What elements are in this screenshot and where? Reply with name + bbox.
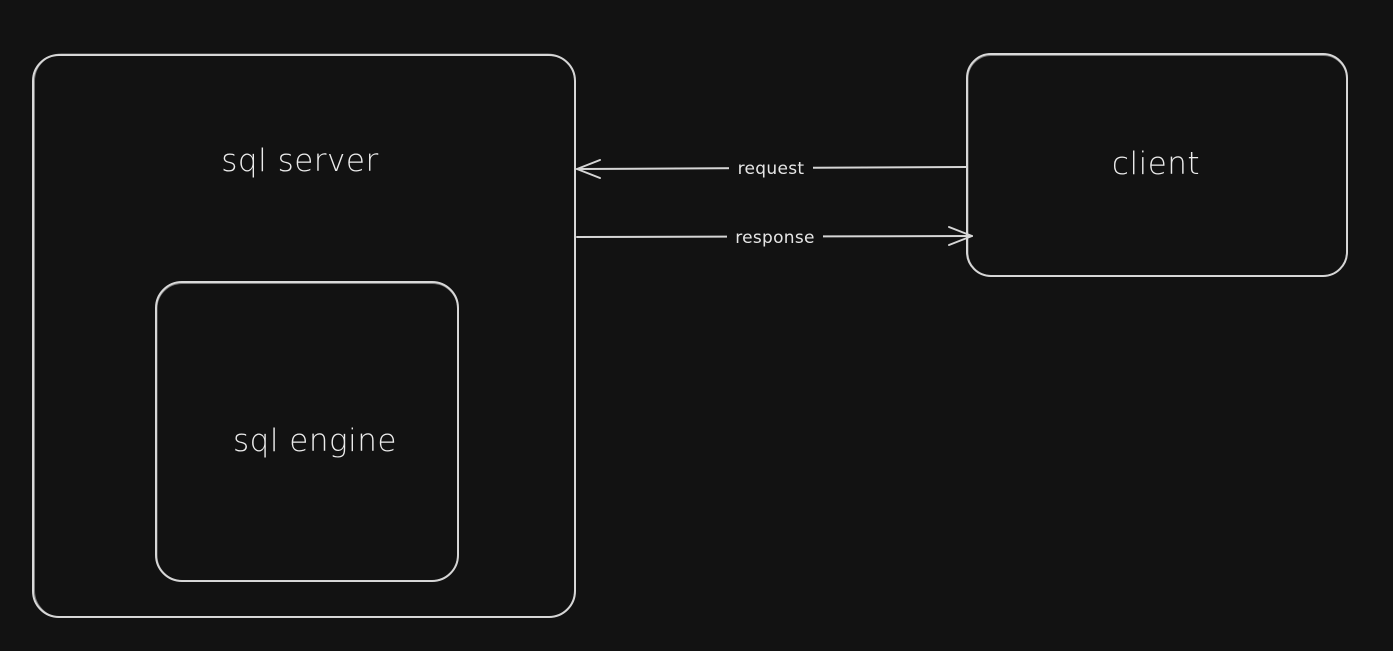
response-arrow[interactable]: response [576,223,973,249]
sql-engine-box-sketch-stroke [156,283,458,581]
sql-engine-label: sql engine [233,423,397,459]
sql-server-label: sql server [221,143,378,179]
client-label: client [1112,146,1200,182]
response-label: response [735,228,815,248]
sql-server-box-sketch-stroke [34,53,575,618]
request-label-mask [729,155,813,181]
sql-server-node[interactable]: sql server [32,53,576,618]
client-box-sketch-stroke [967,55,1347,276]
response-label-mask [727,223,823,249]
request-arrow-head [576,159,601,179]
sql-server-box[interactable] [32,54,576,618]
request-arrow[interactable]: request [576,155,967,181]
request-label: request [738,159,805,179]
client-node[interactable]: client [966,53,1348,277]
sql-engine-node[interactable]: sql engine [155,281,459,582]
response-arrow-head [948,226,973,246]
